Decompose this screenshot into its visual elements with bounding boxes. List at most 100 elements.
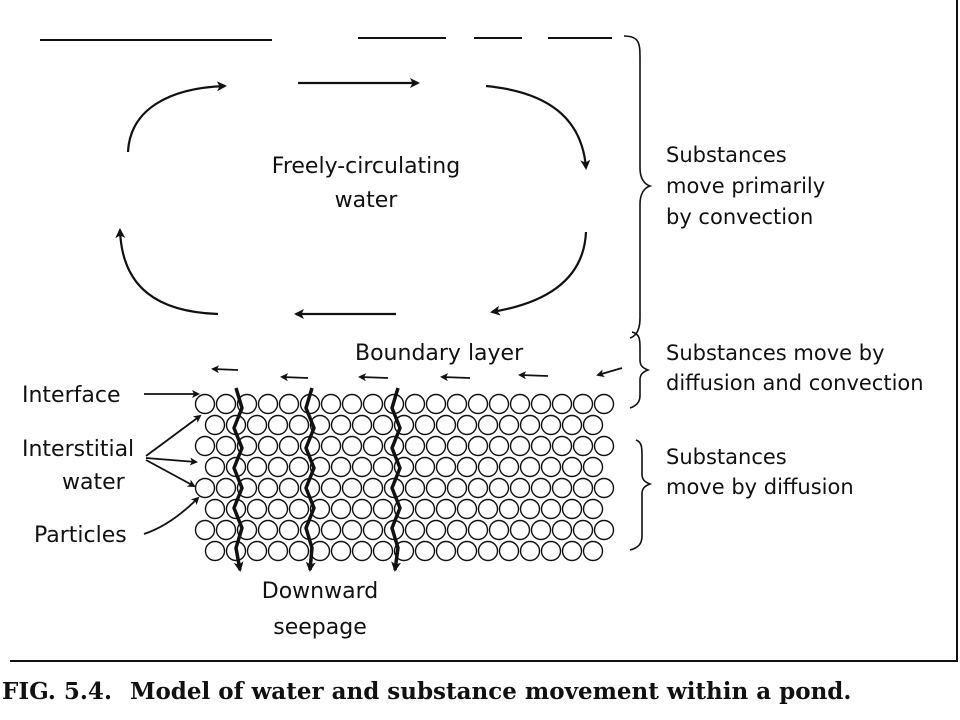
particle [540, 498, 562, 520]
circulation-arrow-bottom-left [115, 228, 219, 316]
particle [267, 414, 289, 436]
particle [477, 414, 499, 436]
seepage-label-line-2: seepage [273, 615, 366, 640]
circulation-arrow-bottom-right [490, 231, 588, 316]
particle [215, 393, 237, 415]
particle [320, 393, 342, 415]
sediment-particles [194, 393, 615, 562]
particle [435, 498, 457, 520]
particle [194, 477, 216, 499]
particle [561, 498, 583, 520]
particle [456, 540, 478, 562]
seepage-line-1 [232, 387, 244, 572]
zone-boundary-line-2: diffusion and convection [666, 371, 924, 395]
particle [467, 477, 489, 499]
particle [330, 498, 352, 520]
particle [414, 414, 436, 436]
particle [194, 435, 216, 457]
particle [561, 540, 583, 562]
particle [372, 498, 394, 520]
water-label-line-2: water [335, 188, 399, 213]
particle [488, 519, 510, 541]
particle [204, 498, 226, 520]
particle [446, 519, 468, 541]
particles-pointer [143, 496, 200, 535]
particle [509, 393, 531, 415]
particle [425, 519, 447, 541]
zone-boundary-line-1: Substances move by [666, 341, 885, 365]
particle [572, 435, 594, 457]
particle [204, 456, 226, 478]
interstitial-pointer-3 [145, 459, 196, 487]
particle [278, 477, 300, 499]
particle [425, 477, 447, 499]
particle [593, 519, 615, 541]
circulation-arrow-top-right [485, 84, 591, 170]
particle [467, 435, 489, 457]
particle [215, 477, 237, 499]
particle [446, 435, 468, 457]
particle [551, 393, 573, 415]
seepage-line-3 [390, 387, 402, 572]
particle [236, 477, 258, 499]
particle [435, 540, 457, 562]
particle [288, 456, 310, 478]
particle [267, 456, 289, 478]
particle [519, 414, 541, 436]
particle [488, 477, 510, 499]
particle [519, 498, 541, 520]
particle [530, 519, 552, 541]
particle [456, 456, 478, 478]
particle [446, 477, 468, 499]
particle [341, 519, 363, 541]
particle [414, 498, 436, 520]
particle [288, 414, 310, 436]
particle [530, 435, 552, 457]
particle [372, 540, 394, 562]
brace-convection [623, 35, 653, 339]
particle [582, 456, 604, 478]
particle [194, 393, 216, 415]
particle [582, 498, 604, 520]
particle [509, 477, 531, 499]
particle [425, 435, 447, 457]
particle [477, 498, 499, 520]
boundary-layer-label: Boundary layer [355, 341, 524, 366]
seepage-line-2 [304, 387, 316, 572]
particle [341, 435, 363, 457]
particle [509, 519, 531, 541]
particle [330, 456, 352, 478]
particle [582, 414, 604, 436]
particle [404, 435, 426, 457]
particle [519, 456, 541, 478]
particle [215, 435, 237, 457]
particle [477, 456, 499, 478]
interstitial-pointer-1 [145, 414, 202, 457]
figure-number: FIG. 5.4. [2, 678, 112, 705]
particle [509, 435, 531, 457]
brace-diffusion [629, 439, 653, 551]
particle [477, 540, 499, 562]
circulation-loop [115, 78, 591, 319]
particle [257, 519, 279, 541]
figure-caption: FIG. 5.4. Model of water and substance m… [0, 672, 960, 716]
particle [330, 540, 352, 562]
particle [572, 393, 594, 415]
particle [257, 477, 279, 499]
particle [257, 435, 279, 457]
particle [456, 414, 478, 436]
particle [551, 477, 573, 499]
particle [593, 477, 615, 499]
particle [351, 540, 373, 562]
particle [582, 540, 604, 562]
particle [341, 477, 363, 499]
particle [204, 540, 226, 562]
particle [362, 393, 384, 415]
particle [341, 393, 363, 415]
seepage-lines [232, 387, 402, 572]
particle [467, 519, 489, 541]
particle [593, 393, 615, 415]
particle [194, 519, 216, 541]
particle [288, 498, 310, 520]
particle [435, 456, 457, 478]
